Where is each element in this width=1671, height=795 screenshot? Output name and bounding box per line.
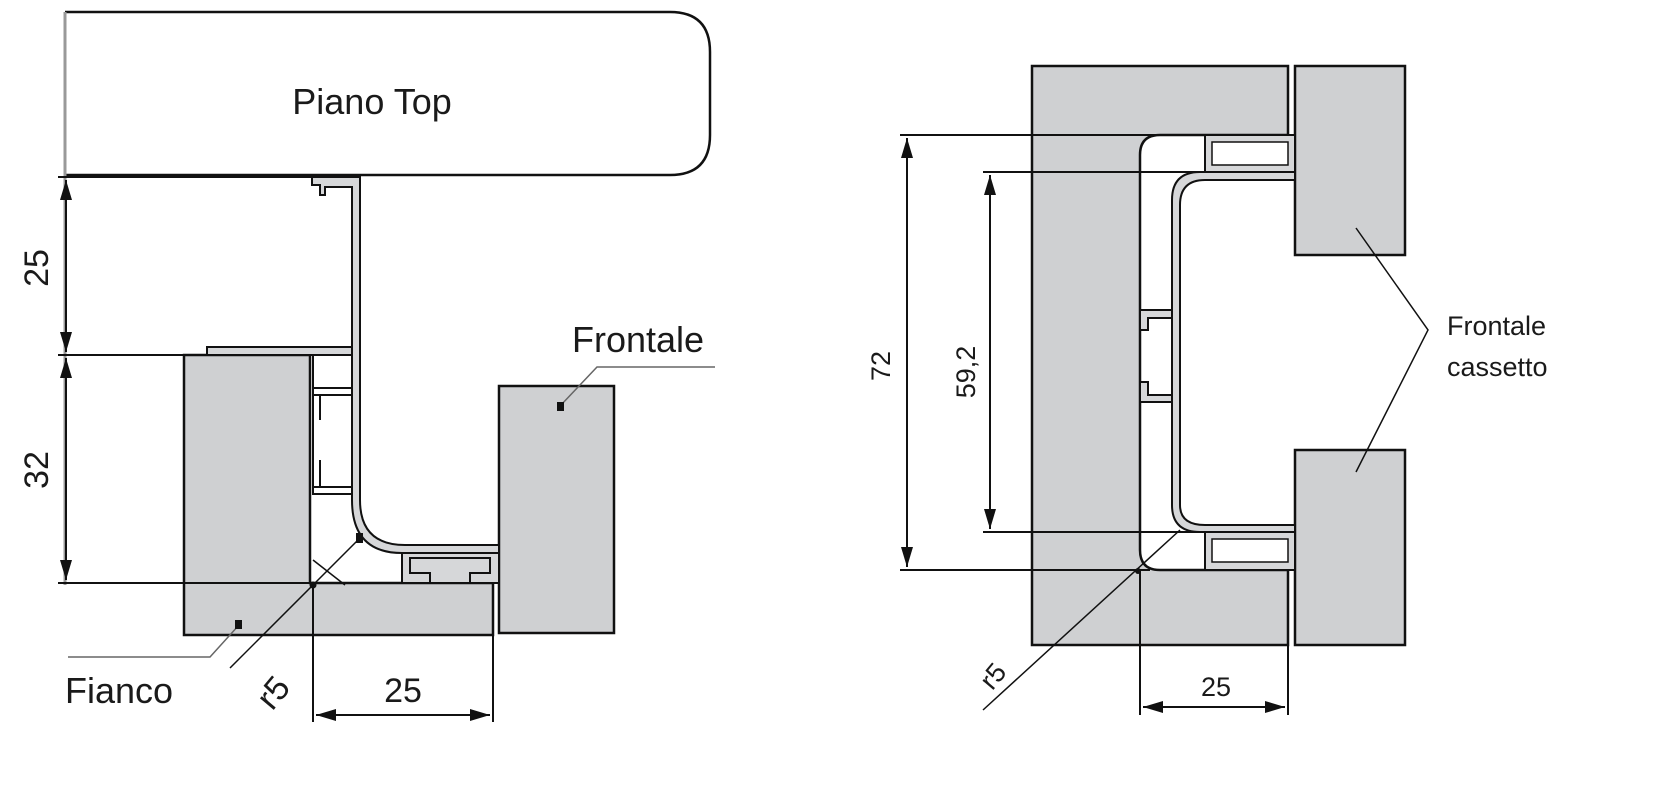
- piano-top-label: Piano Top: [292, 81, 451, 122]
- frontale-panel: [497, 384, 616, 635]
- radius-label: r5: [249, 669, 298, 717]
- leader-dot: [235, 620, 242, 629]
- drawer-front-upper: [1293, 64, 1407, 257]
- dim-bottom-label: 25: [384, 672, 422, 710]
- leader-dot: [309, 581, 317, 589]
- drawer-front-lower: [1293, 448, 1407, 647]
- drawer-front-label-line2: cassetto: [1447, 352, 1548, 382]
- leader-dot: [1135, 568, 1141, 574]
- piano-top-panel: [65, 10, 712, 177]
- drawer-front-label-line1: Frontale: [1447, 311, 1546, 341]
- dim-outer-label: 72: [866, 351, 896, 381]
- leader-dot: [356, 533, 363, 543]
- right-section: 72 59,2 25 r5 Frontale cassetto: [866, 64, 1548, 715]
- fianco-label: Fianco: [65, 670, 173, 711]
- aluminium-profile: [1139, 134, 1296, 571]
- drawer-front-leader: [1355, 227, 1429, 473]
- dim-middle-label: 32: [18, 451, 56, 489]
- dim-bottom-label: 25: [1201, 672, 1231, 702]
- aluminium-profile: [206, 176, 500, 586]
- leader-dot: [557, 402, 564, 411]
- dim-inner-label: 59,2: [951, 346, 981, 399]
- radius-leader: [229, 535, 363, 669]
- frontale-leader: [560, 366, 715, 406]
- left-section: Piano Top 25 32 25 r5: [18, 10, 715, 722]
- dim-top-label: 25: [18, 249, 56, 287]
- radius-leader: [982, 529, 1181, 711]
- fianco-leader: [68, 624, 240, 658]
- frontale-label: Frontale: [572, 319, 704, 360]
